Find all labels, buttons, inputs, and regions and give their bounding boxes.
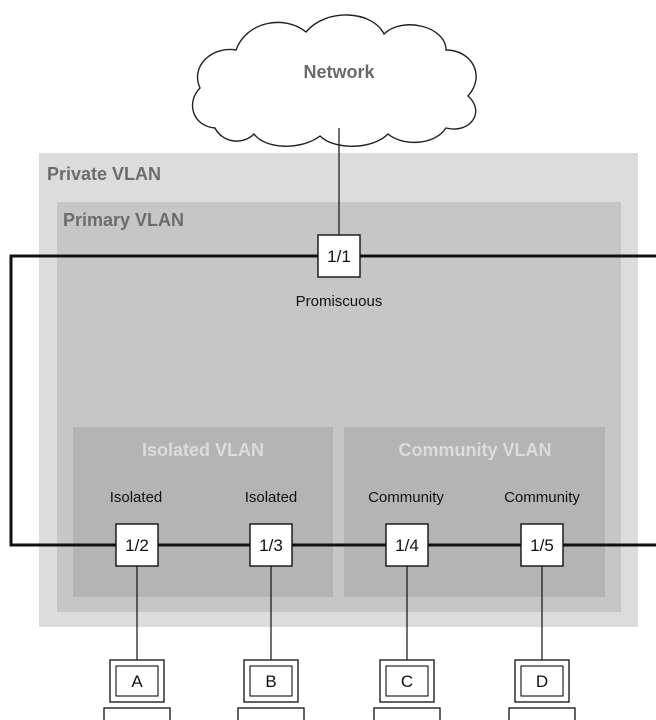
monitor-screen <box>385 665 429 697</box>
port-role-label: Isolated <box>110 489 163 506</box>
host-a: A <box>103 659 171 720</box>
host-label: B <box>265 672 276 691</box>
port-role-label: Community <box>504 489 580 506</box>
computer-icon <box>508 659 576 720</box>
network-cloud: Network <box>191 14 477 147</box>
port-box[interactable] <box>115 523 159 567</box>
host-label: C <box>401 672 413 691</box>
port-box[interactable] <box>249 523 293 567</box>
computer-icon <box>237 659 305 720</box>
port-id: 1/2 <box>125 536 149 555</box>
host-d: D <box>508 659 576 720</box>
monitor-screen <box>520 665 564 697</box>
port-role-label: Promiscuous <box>296 293 383 310</box>
host-label: D <box>536 672 548 691</box>
monitor-screen <box>115 665 159 697</box>
port-1-5[interactable]: 1/5 <box>520 523 564 567</box>
isolated-vlan-region <box>73 427 333 597</box>
port-id: 1/5 <box>530 536 554 555</box>
host-c: C <box>373 659 441 720</box>
primary-vlan-label: Primary VLAN <box>63 210 184 230</box>
port-id: 1/1 <box>327 247 351 266</box>
host-label: A <box>131 672 143 691</box>
port-box[interactable] <box>317 234 361 278</box>
network-label: Network <box>303 62 375 82</box>
port-id: 1/3 <box>259 536 283 555</box>
switch-ring-left <box>9 254 318 547</box>
port-box[interactable] <box>385 523 429 567</box>
computer-base <box>373 707 441 720</box>
port-1-3[interactable]: 1/3 <box>249 523 293 567</box>
community-vlan-label: Community VLAN <box>399 440 552 460</box>
port-1-1[interactable]: 1/1 <box>317 234 361 278</box>
computer-base <box>508 707 576 720</box>
computer-icon <box>373 659 441 720</box>
computer-base <box>237 707 305 720</box>
port-1-2[interactable]: 1/2 <box>115 523 159 567</box>
computer-base <box>103 707 171 720</box>
port-id: 1/4 <box>395 536 419 555</box>
private-vlan-label: Private VLAN <box>47 164 161 184</box>
port-1-4[interactable]: 1/4 <box>385 523 429 567</box>
isolated-vlan-label: Isolated VLAN <box>142 440 264 460</box>
port-role-label: Community <box>368 489 444 506</box>
host-b: B <box>237 659 305 720</box>
community-vlan-region <box>344 427 605 597</box>
host-links <box>136 566 543 660</box>
monitor-screen <box>249 665 293 697</box>
port-box[interactable] <box>520 523 564 567</box>
computer-icon <box>103 659 171 720</box>
cloud-icon <box>191 14 477 147</box>
port-role-label: Isolated <box>245 489 298 506</box>
